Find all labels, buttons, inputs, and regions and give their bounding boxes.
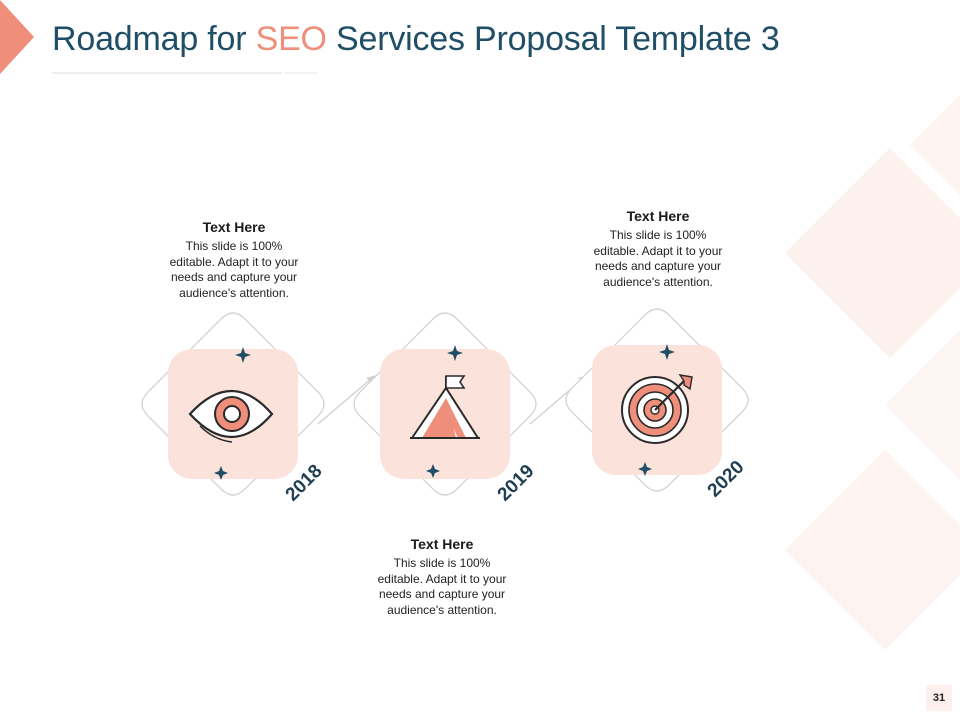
page-number: 31 [926,685,952,711]
title-underline-short [284,72,318,74]
sparkle-icon [426,345,463,478]
note-heading: Text Here [626,208,690,224]
target-arrow-icon [621,374,693,444]
note-body: This slide is 100% editable. Adapt it to… [593,228,723,289]
milestone-2018: 2018 [141,312,326,505]
connector-arrow-1 [317,375,376,425]
note-heading: Text Here [410,536,474,552]
note-body: This slide is 100% editable. Adapt it to… [377,556,507,617]
eye-icon [188,390,274,443]
sparkle-icon [638,344,675,476]
mountain-flag-icon [410,375,480,439]
corner-accent-triangle [0,0,34,74]
slide-title: Roadmap for SEO Services Proposal Templa… [52,20,780,58]
milestone-note-2020: Text Here This slide is 100% editable. A… [573,208,743,290]
note-heading: Text Here [202,219,266,235]
milestone-note-2019: Text Here This slide is 100% editable. A… [357,536,527,618]
sparkle-icon [214,347,251,480]
note-body: This slide is 100% editable. Adapt it to… [169,239,299,300]
title-underline [52,72,282,74]
milestone-2020: 2020 [565,308,749,501]
milestone-note-2018: Text Here This slide is 100% editable. A… [149,219,319,301]
milestone-2019: 2019 [353,312,538,505]
